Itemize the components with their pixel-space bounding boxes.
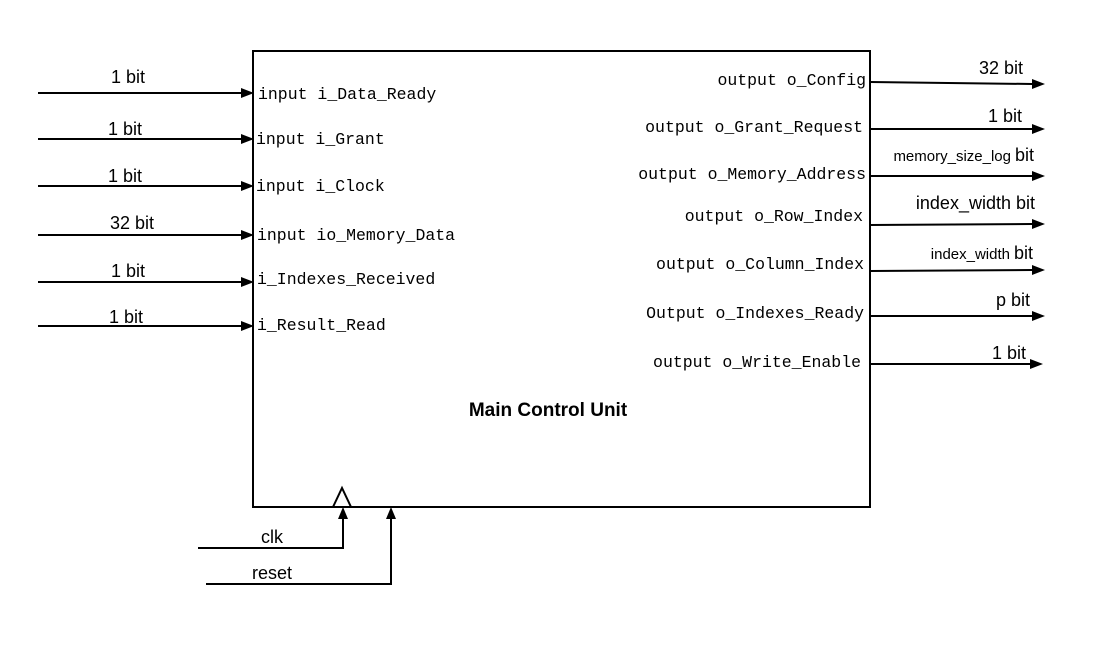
output-wire	[869, 269, 1033, 272]
input-port-label: input io_Memory_Data	[257, 226, 455, 245]
arrow-right-icon	[1032, 171, 1045, 181]
output-width-label: 1 bit	[992, 343, 1026, 363]
output-port-o-indexes-ready: p bit Output o_Indexes_Ready	[646, 290, 1045, 323]
arrow-right-icon	[1032, 265, 1045, 275]
clock-triangle-icon	[331, 485, 353, 508]
output-port-label: output o_Column_Index	[656, 255, 864, 274]
output-port-label: output o_Row_Index	[685, 207, 863, 226]
input-width-label: 1 bit	[111, 67, 145, 87]
input-port-label: input i_Grant	[256, 130, 385, 149]
main-control-unit-block	[252, 50, 871, 508]
clk-input: clk	[198, 485, 353, 549]
output-width-label: 32 bit	[979, 58, 1023, 78]
input-port-i-indexes-received: 1 bit i_Indexes_Received	[38, 261, 435, 289]
input-width-label: 1 bit	[111, 261, 145, 281]
output-port-o-config: 32 bit output o_Config	[717, 58, 1045, 90]
clk-label: clk	[261, 527, 284, 547]
output-wire	[869, 81, 1033, 85]
arrow-right-icon	[241, 230, 254, 240]
input-port-label: input i_Clock	[256, 177, 385, 196]
input-port-label: input i_Data_Ready	[258, 85, 436, 104]
arrow-right-icon	[1032, 311, 1045, 321]
input-port-label: i_Indexes_Received	[257, 270, 435, 289]
reset-input: reset	[206, 507, 396, 585]
input-width-label: 1 bit	[108, 166, 142, 186]
arrow-right-icon	[241, 321, 254, 331]
arrow-right-icon	[241, 134, 254, 144]
input-width-label: 1 bit	[108, 119, 142, 139]
output-width-label: memory_size_log bit	[893, 145, 1034, 165]
arrow-right-icon	[241, 181, 254, 191]
input-port-i-grant: 1 bit input i_Grant	[38, 119, 385, 149]
output-port-o-row-index: index_width bit output o_Row_Index	[685, 193, 1045, 229]
input-port-i-result-read: 1 bit i_Result_Read	[38, 307, 386, 335]
output-width-label: 1 bit	[988, 106, 1022, 126]
arrow-right-icon	[241, 88, 254, 98]
arrow-right-icon	[1032, 219, 1045, 229]
input-width-label: 32 bit	[110, 213, 154, 233]
arrow-up-icon	[386, 507, 396, 519]
output-port-o-write-enable: 1 bit output o_Write_Enable	[653, 343, 1043, 372]
clk-wire	[198, 519, 344, 549]
output-port-label: output o_Grant_Request	[645, 118, 863, 137]
input-width-label: 1 bit	[109, 307, 143, 327]
input-port-i-clock: 1 bit input i_Clock	[38, 166, 385, 196]
input-port-io-memory-data: 32 bit input io_Memory_Data	[38, 213, 455, 245]
output-width-label: index_width bit	[931, 243, 1033, 263]
output-port-o-grant-request: 1 bit output o_Grant_Request	[645, 106, 1045, 137]
arrow-right-icon	[1030, 359, 1043, 369]
input-port-label: i_Result_Read	[257, 316, 386, 335]
output-width-label: index_width bit	[916, 193, 1035, 214]
output-port-label: output o_Config	[717, 71, 866, 90]
output-port-label: Output o_Indexes_Ready	[646, 304, 864, 323]
output-port-label: output o_Memory_Address	[638, 165, 866, 184]
output-wire	[869, 223, 1033, 226]
block-title: Main Control Unit	[469, 400, 628, 421]
reset-wire	[206, 519, 392, 585]
input-port-i-data-ready: 1 bit input i_Data_Ready	[38, 67, 436, 104]
output-port-o-column-index: index_width bit output o_Column_Index	[656, 243, 1045, 275]
arrow-right-icon	[1032, 124, 1045, 134]
arrow-right-icon	[241, 277, 254, 287]
output-port-o-memory-address: memory_size_log bit output o_Memory_Addr…	[638, 145, 1045, 184]
arrow-up-icon	[338, 507, 348, 519]
output-width-label: p bit	[996, 290, 1030, 310]
reset-label: reset	[252, 563, 292, 583]
arrow-right-icon	[1032, 79, 1045, 89]
output-port-label: output o_Write_Enable	[653, 353, 861, 372]
